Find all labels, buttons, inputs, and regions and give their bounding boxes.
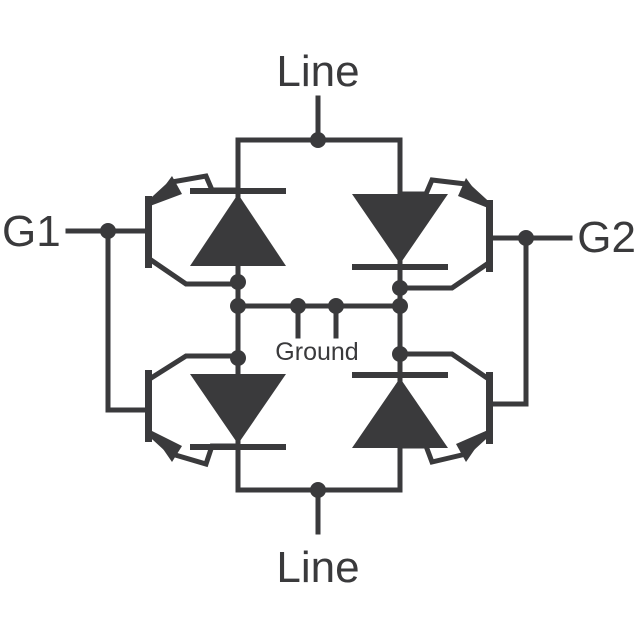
scr-top-left-triangle [190,194,286,266]
transistor-ul-collector [146,255,238,287]
transistor-ul-base [145,196,152,268]
transistor-lr-base [486,372,493,444]
scr-top-right-triangle [352,194,448,264]
transistor-ll-collector [146,353,238,383]
scr-bottom-right-bar [352,372,448,378]
node-ground-tap-2 [328,298,344,314]
label-line-top: Line [276,47,359,96]
label-g2: G2 [577,213,636,262]
transistor-lr-arrow [456,430,488,462]
transistor-ur-collector [400,259,492,291]
g2-lower-wire [487,235,529,407]
scr-bottom-left-triangle [190,374,286,444]
transistor-ul-arrow [150,176,182,206]
transistor-lr-collector [400,351,492,383]
node-bottom [310,482,326,498]
transistor-ll-arrow [150,430,182,462]
node-ground-left [230,298,246,314]
transistor-ur-arrow [458,178,488,208]
node-ground-right [392,298,408,314]
label-g1: G1 [2,207,61,256]
node-top [310,132,326,148]
g1-lower-wire [105,228,151,413]
transistor-ur-base [486,200,493,272]
label-ground: Ground [275,338,358,366]
scr-bottom-right-triangle [352,378,448,448]
scr-top-right-bar [352,264,448,270]
node-ground-tap-1 [290,298,306,314]
label-line-bottom: Line [276,543,359,592]
transistor-ll-base [145,370,152,442]
